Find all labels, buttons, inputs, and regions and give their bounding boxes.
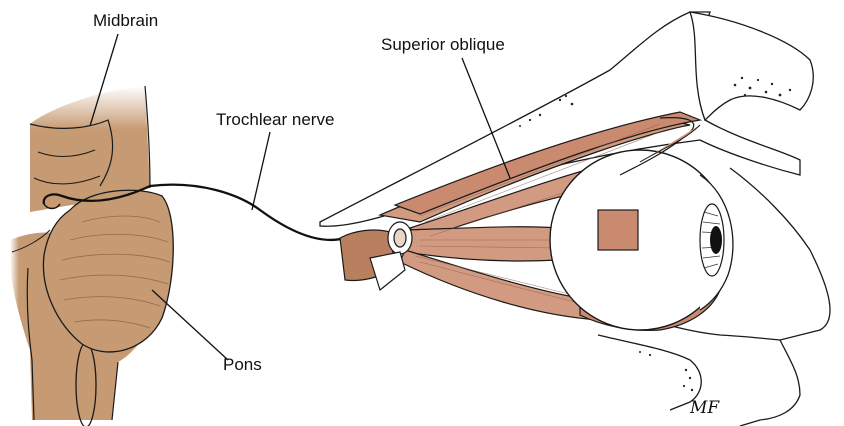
- brainstem: [10, 86, 173, 426]
- trochlear-leader: [252, 132, 270, 210]
- pons-leader: [152, 290, 228, 360]
- pupil: [710, 226, 722, 254]
- label-pons: Pons: [223, 355, 262, 375]
- label-superior-oblique: Superior oblique: [381, 35, 505, 55]
- label-midbrain: Midbrain: [93, 11, 158, 31]
- label-trochlear-nerve: Trochlear nerve: [216, 110, 334, 130]
- lateral-rectus-muscle: [405, 227, 560, 261]
- artist-signature: MF: [690, 398, 719, 418]
